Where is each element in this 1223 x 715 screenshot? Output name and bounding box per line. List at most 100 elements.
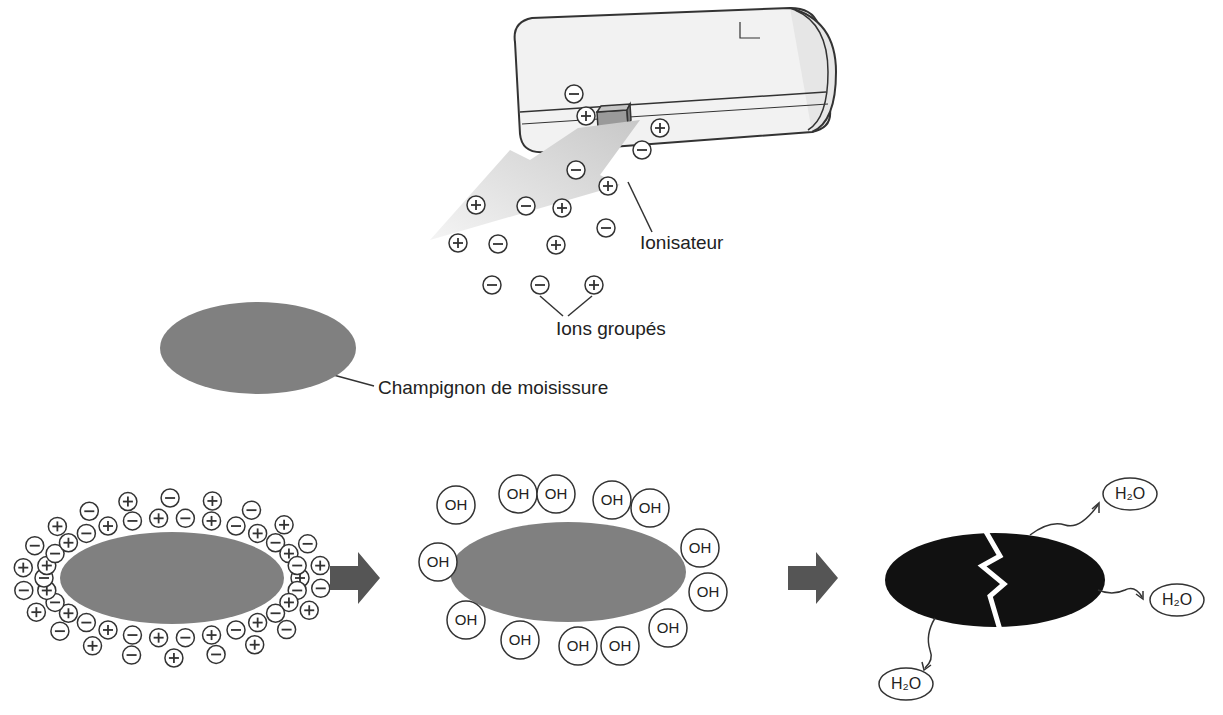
positive-ion bbox=[203, 492, 221, 510]
negative-ion bbox=[161, 489, 179, 507]
positive-ion bbox=[150, 509, 168, 527]
positive-ion bbox=[577, 107, 595, 125]
positive-ion bbox=[246, 636, 264, 654]
hydroxyl-radical: OH bbox=[688, 572, 728, 612]
positive-ion bbox=[150, 629, 168, 647]
positive-ion bbox=[249, 524, 267, 542]
step-arrow bbox=[330, 552, 380, 604]
negative-ion bbox=[278, 621, 296, 639]
positive-ion bbox=[165, 649, 183, 667]
leader-line bbox=[628, 182, 652, 232]
hydroxyl-radical: OH bbox=[592, 480, 632, 520]
negative-ion bbox=[227, 517, 245, 535]
node-text: OH bbox=[630, 488, 670, 528]
hydroxyl-radical: OH bbox=[498, 474, 538, 514]
negative-ion bbox=[633, 141, 651, 159]
hydroxyl-radical: OH bbox=[680, 528, 720, 568]
positive-ion bbox=[119, 493, 137, 511]
negative-ion bbox=[15, 581, 33, 599]
negative-ion bbox=[77, 614, 95, 632]
water-molecule: H₂O bbox=[1102, 477, 1158, 511]
hydroxyl-radical: OH bbox=[600, 626, 640, 666]
node-text: H₂O bbox=[1102, 477, 1158, 511]
node-text: OH bbox=[600, 626, 640, 666]
positive-ion bbox=[585, 276, 603, 294]
air-flow-arrow bbox=[430, 120, 640, 240]
positive-ion bbox=[14, 559, 32, 577]
node-text: OH bbox=[536, 474, 576, 514]
negative-ion bbox=[267, 604, 285, 622]
part-label: Ionisateur bbox=[640, 232, 723, 254]
hydroxyl-radical: OH bbox=[536, 474, 576, 514]
negative-ion bbox=[176, 509, 194, 527]
node-text: OH bbox=[648, 608, 688, 648]
negative-ion bbox=[123, 626, 141, 644]
water-molecule: H₂O bbox=[878, 667, 934, 701]
positive-ion bbox=[449, 234, 467, 252]
positive-ion bbox=[599, 177, 617, 195]
positive-ion bbox=[249, 614, 267, 632]
leader-line bbox=[568, 296, 592, 316]
mold-fungus bbox=[60, 532, 284, 624]
negative-ion bbox=[567, 161, 585, 179]
negative-ion bbox=[597, 219, 615, 237]
negative-ion bbox=[483, 276, 501, 294]
ion-group bbox=[14, 489, 329, 667]
negative-ion bbox=[176, 629, 194, 647]
negative-ion bbox=[517, 197, 535, 215]
negative-ion bbox=[299, 535, 317, 553]
positive-ion bbox=[59, 534, 77, 552]
mold-fungus bbox=[160, 302, 356, 394]
negative-ion bbox=[51, 622, 69, 640]
node-text: OH bbox=[498, 474, 538, 514]
positive-ion bbox=[84, 637, 102, 655]
water-molecule: H₂O bbox=[1149, 583, 1205, 617]
negative-ion bbox=[26, 537, 44, 555]
part-label: Champignon de moisissure bbox=[378, 377, 608, 399]
hydroxyl-radical: OH bbox=[630, 488, 670, 528]
negative-ion bbox=[531, 276, 549, 294]
negative-ion bbox=[123, 512, 141, 530]
negative-ion bbox=[80, 502, 98, 520]
steam-arrow bbox=[922, 503, 1143, 670]
positive-ion bbox=[553, 199, 571, 217]
positive-ion bbox=[99, 621, 117, 639]
hydroxyl-radical: OH bbox=[648, 608, 688, 648]
node-text: OH bbox=[436, 485, 476, 525]
node-text: OH bbox=[446, 600, 486, 640]
node-text: OH bbox=[558, 626, 598, 666]
negative-ion bbox=[489, 235, 507, 253]
hydroxyl-radical: OH bbox=[558, 626, 598, 666]
node-text: OH bbox=[418, 542, 458, 582]
hydroxyl-radical: OH bbox=[436, 485, 476, 525]
leader-line bbox=[540, 296, 563, 316]
negative-ion bbox=[312, 579, 330, 597]
positive-ion bbox=[203, 512, 221, 530]
hydroxyl-radical: OH bbox=[418, 542, 458, 582]
negative-ion bbox=[565, 85, 583, 103]
hydroxyl-radical: OH bbox=[446, 600, 486, 640]
node-text: OH bbox=[688, 572, 728, 612]
node-text: H₂O bbox=[878, 667, 934, 701]
ion-group bbox=[449, 85, 669, 294]
positive-ion bbox=[300, 601, 318, 619]
negative-ion bbox=[77, 524, 95, 542]
air-conditioner bbox=[515, 8, 836, 152]
positive-ion bbox=[547, 236, 565, 254]
node-text: H₂O bbox=[1149, 583, 1205, 617]
positive-ion bbox=[99, 517, 117, 535]
part-label: Ions groupés bbox=[556, 318, 666, 340]
positive-ion bbox=[203, 626, 221, 644]
negative-ion bbox=[288, 557, 306, 575]
negative-ion bbox=[207, 645, 225, 663]
positive-ion bbox=[467, 196, 485, 214]
negative-ion bbox=[242, 501, 260, 519]
positive-ion bbox=[27, 603, 45, 621]
node-text: OH bbox=[680, 528, 720, 568]
broken-mold-fungus bbox=[885, 530, 1105, 630]
mold-fungus bbox=[450, 522, 686, 622]
positive-ion bbox=[311, 557, 329, 575]
negative-ion bbox=[227, 621, 245, 639]
negative-ion bbox=[123, 646, 141, 664]
